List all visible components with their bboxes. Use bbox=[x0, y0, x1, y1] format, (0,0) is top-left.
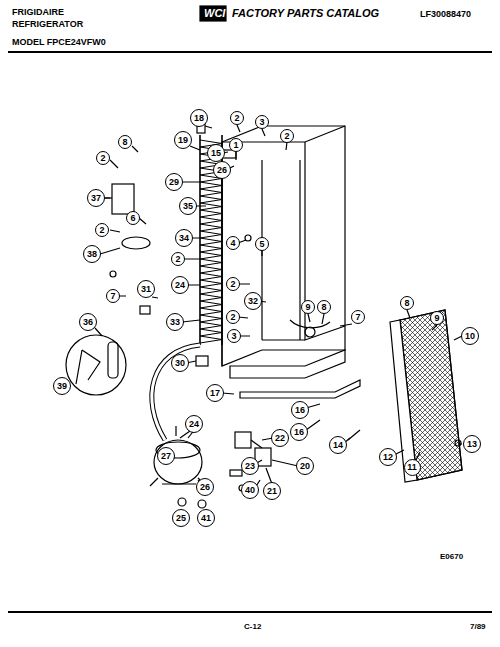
callout-number: 8 bbox=[317, 300, 331, 314]
callout-number: 3 bbox=[227, 329, 241, 343]
callout-number: 11 bbox=[404, 459, 421, 476]
callout-number: 13 bbox=[463, 435, 481, 453]
callout-number: 30 bbox=[171, 354, 189, 372]
header-text: 7/89 bbox=[470, 623, 486, 631]
callout-number: 19 bbox=[174, 131, 192, 149]
callout-number: 26 bbox=[196, 478, 214, 496]
brand-logo: WCI bbox=[204, 8, 225, 19]
callout-number: 10 bbox=[461, 327, 479, 345]
callout-number: 24 bbox=[171, 276, 189, 294]
callout-number: 16 bbox=[291, 401, 309, 419]
callout-number: 14 bbox=[329, 436, 347, 454]
callout-number: 9 bbox=[301, 300, 315, 314]
callout-number: 2 bbox=[96, 151, 110, 165]
callout-number: 31 bbox=[137, 280, 155, 298]
header-text: C-12 bbox=[244, 623, 261, 631]
callout-number: 18 bbox=[190, 109, 208, 127]
callout-number: 5 bbox=[255, 237, 269, 251]
callout-number: 2 bbox=[280, 129, 294, 143]
callout-number: 37 bbox=[87, 189, 105, 207]
callout-number: 41 bbox=[197, 509, 215, 527]
callout-number: 16 bbox=[290, 423, 308, 441]
callout-number: 1 bbox=[229, 138, 243, 152]
callout-number: 35 bbox=[179, 197, 197, 215]
callout-number: 24 bbox=[185, 415, 203, 433]
callout-number: 2 bbox=[230, 111, 244, 125]
callout-number: 36 bbox=[79, 313, 97, 331]
callout-number: 20 bbox=[296, 457, 314, 475]
header-text: FRIGIDAIRE bbox=[12, 8, 64, 17]
callout-number: 25 bbox=[172, 509, 190, 527]
callout-number: 8 bbox=[400, 296, 414, 310]
callout-number: 40 bbox=[241, 481, 259, 499]
callout-number: 23 bbox=[241, 457, 259, 475]
callout-number: 8 bbox=[118, 135, 132, 149]
callout-number: 3 bbox=[255, 115, 269, 129]
callout-number: 26 bbox=[213, 161, 231, 179]
callout-number: 2 bbox=[226, 277, 240, 291]
callout-number: 33 bbox=[166, 313, 184, 331]
callout-number: 21 bbox=[263, 482, 281, 500]
callout-number: 38 bbox=[83, 245, 101, 263]
callout-number: 34 bbox=[175, 229, 193, 247]
callout-number: 15 bbox=[207, 144, 225, 162]
callout-number: 27 bbox=[157, 447, 175, 465]
callout-number: 2 bbox=[95, 223, 109, 237]
callout-number: 2 bbox=[226, 310, 240, 324]
callout-number: 39 bbox=[53, 377, 71, 395]
callout-number: 32 bbox=[244, 292, 262, 310]
callout-number: 9 bbox=[430, 311, 444, 325]
callout-number: 22 bbox=[271, 429, 289, 447]
callout-number: 17 bbox=[206, 384, 224, 402]
header-text: MODEL FPCE24VFW0 bbox=[12, 38, 106, 47]
drawing bbox=[8, 6, 492, 612]
header-text: LF30088470 bbox=[420, 10, 471, 19]
callout-number: 7 bbox=[351, 310, 365, 324]
callout-number: 7 bbox=[106, 289, 120, 303]
callout-number: 6 bbox=[126, 211, 140, 225]
header-text: E0670 bbox=[440, 553, 463, 561]
callout-number: 29 bbox=[165, 173, 183, 191]
callout-number: 12 bbox=[379, 448, 397, 466]
callout-number: 4 bbox=[226, 236, 240, 250]
header-text: REFRIGERATOR bbox=[12, 20, 83, 29]
catalog-title: FACTORY PARTS CATALOG bbox=[232, 8, 379, 19]
callout-number: 2 bbox=[171, 252, 185, 266]
